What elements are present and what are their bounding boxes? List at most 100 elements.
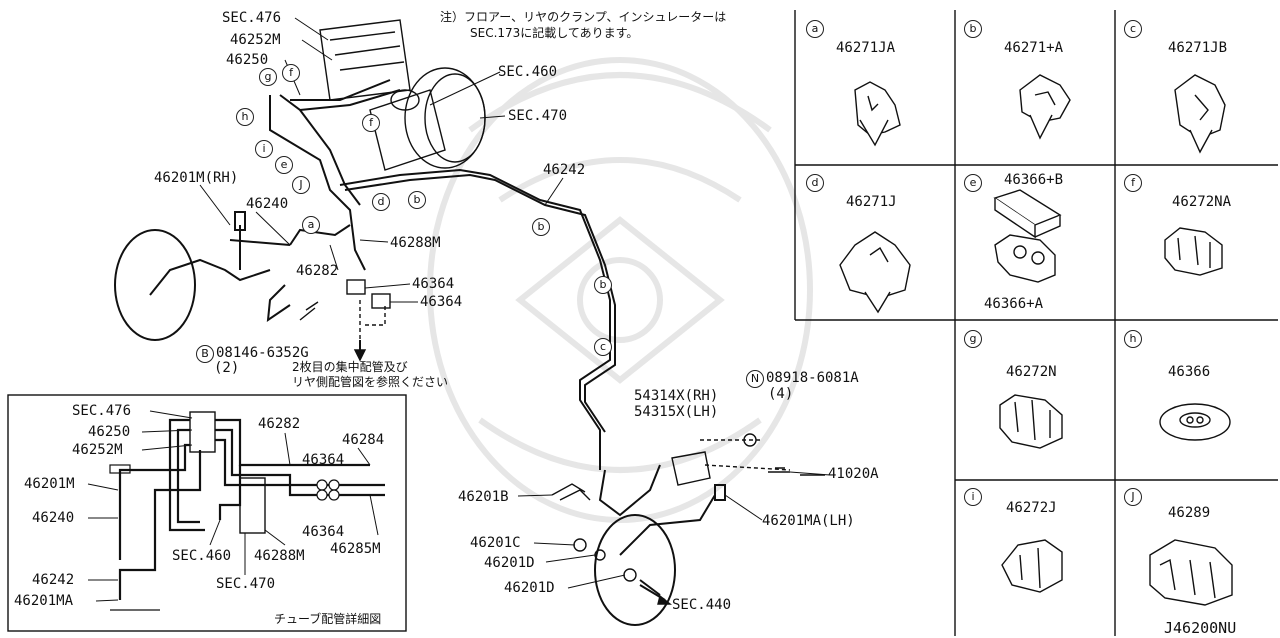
samurai-helmet-watermark xyxy=(427,57,813,523)
arrow-note-line2: リヤ側配管図を参照ください xyxy=(292,375,449,389)
arrow-note-line1: 2枚目の集中配管及び xyxy=(292,360,408,374)
grid-letter-j: J xyxy=(1124,488,1142,506)
callout-a: a xyxy=(302,216,320,234)
grid-part-46272na: 46272NA xyxy=(1172,194,1232,210)
inset-label-sec476: SEC.476 xyxy=(72,403,132,419)
top-note-line2: SEC.173に記載してあります。 xyxy=(470,26,639,40)
grommet-46366-icon xyxy=(1159,403,1231,441)
connector-46364-b xyxy=(371,293,391,309)
clip-46271j-icon xyxy=(839,231,911,314)
label-54315x: 54315X(LH) xyxy=(634,404,719,420)
callout-B: B xyxy=(196,345,214,363)
brake-tubes xyxy=(229,79,616,470)
label-46252m: 46252M xyxy=(230,32,281,48)
inset-label-46364-a: 46364 xyxy=(302,452,345,468)
grid-letter-f: f xyxy=(1124,174,1142,192)
hose-bracket xyxy=(671,451,711,486)
label-46364-a: 46364 xyxy=(412,276,455,292)
inset-label-sec460: SEC.460 xyxy=(172,548,232,564)
grid-part-46366a: 46366+A xyxy=(984,296,1044,312)
callout-j: J xyxy=(292,176,310,194)
label-sec460: SEC.460 xyxy=(498,64,558,80)
grid-part-46272n: 46272N xyxy=(1006,364,1057,380)
label-sec440: SEC.440 xyxy=(672,597,732,613)
callout-e: e xyxy=(275,156,293,174)
grid-part-46271ja: 46271JA xyxy=(836,40,896,56)
inset-label-46364-b: 46364 xyxy=(302,524,345,540)
clip-46271a-icon xyxy=(1019,74,1071,140)
inset-schematic xyxy=(109,411,385,611)
clip-46272n-icon xyxy=(999,394,1063,449)
inset-label-46250: 46250 xyxy=(88,424,131,440)
brake-booster-assembly xyxy=(319,19,486,171)
callout-N: N xyxy=(746,370,764,388)
label-nut-qty: (4) xyxy=(768,386,794,402)
grid-part-46271j: 46271J xyxy=(846,194,897,210)
callout-g: g xyxy=(259,68,277,86)
inset-label-46284: 46284 xyxy=(342,432,385,448)
grid-letter-i: i xyxy=(964,488,982,506)
label-sec470: SEC.470 xyxy=(508,108,568,124)
inset-label-46240: 46240 xyxy=(32,510,75,526)
label-46201m-rh: 46201M(RH) xyxy=(154,170,239,186)
label-46364-b: 46364 xyxy=(420,294,463,310)
grid-part-46366b: 46366+B xyxy=(1004,172,1064,188)
diagram-code: J46200NU xyxy=(1164,619,1237,637)
bolt-08146 xyxy=(299,301,319,321)
callout-d: d xyxy=(372,193,390,211)
clamp-46289-icon xyxy=(1149,539,1233,606)
inset-frame xyxy=(7,394,407,632)
callout-h: h xyxy=(236,108,254,126)
callout-b2: b xyxy=(532,218,550,236)
callout-f2: f xyxy=(362,114,380,132)
grid-part-46271jb: 46271JB xyxy=(1168,40,1228,56)
grid-part-46271a: 46271+A xyxy=(1004,40,1064,56)
inset-label-46201ma: 46201MA xyxy=(14,593,74,609)
label-46282: 46282 xyxy=(296,263,339,279)
grid-letter-g: g xyxy=(964,330,982,348)
bolt-41020a xyxy=(768,467,790,473)
bolt-46201c xyxy=(573,538,587,552)
callout-b3: b xyxy=(594,276,612,294)
label-sec476: SEC.476 xyxy=(222,10,282,26)
inset-label-46242: 46242 xyxy=(32,572,75,588)
washer-46201d-2 xyxy=(623,568,637,582)
inset-label-46288m: 46288M xyxy=(254,548,305,564)
inset-label-46252m: 46252M xyxy=(72,442,123,458)
inset-label-46282: 46282 xyxy=(258,416,301,432)
clip-46201b xyxy=(551,483,591,501)
grid-part-46366: 46366 xyxy=(1168,364,1211,380)
grid-letter-c: c xyxy=(1124,20,1142,38)
label-54314x: 54314X(RH) xyxy=(634,388,719,404)
inset-label-sec470: SEC.470 xyxy=(216,576,276,592)
label-46201b: 46201B xyxy=(458,489,509,505)
sec440-arrow-icon xyxy=(657,594,672,605)
label-46201d-1: 46201D xyxy=(484,555,535,571)
callout-f1: f xyxy=(282,64,300,82)
clip-46271jb-icon xyxy=(1174,74,1226,154)
callout-i: i xyxy=(255,140,273,158)
clip-46271ja-icon xyxy=(854,81,901,147)
inset-leader-lines xyxy=(87,410,379,602)
inset-caption: チューブ配管詳細図 xyxy=(274,612,382,626)
insulator-46366a-icon xyxy=(994,234,1056,283)
label-46288m: 46288M xyxy=(390,235,441,251)
connector-46364-a xyxy=(346,279,366,295)
callout-b1: b xyxy=(408,191,426,209)
label-41020a: 41020A xyxy=(828,466,879,482)
grid-letter-e: e xyxy=(964,174,982,192)
callout-c: c xyxy=(594,338,612,356)
insulator-46366b-icon xyxy=(993,189,1062,239)
label-46240: 46240 xyxy=(246,196,289,212)
part-illustrations xyxy=(839,74,1233,606)
grid-letter-a: a xyxy=(806,20,824,38)
top-note-line1: 注）フロアー、リヤのクランプ、インシュレーターは xyxy=(440,10,727,24)
front-lh-hose xyxy=(594,464,726,626)
inset-label-46201m: 46201M xyxy=(24,476,75,492)
label-46201ma-lh: 46201MA(LH) xyxy=(762,513,855,529)
grid-letter-h: h xyxy=(1124,330,1142,348)
label-nut-08918: 08918-6081A xyxy=(766,370,859,386)
label-bolt-qty: (2) xyxy=(214,360,240,376)
grid-part-46272j: 46272J xyxy=(1006,500,1057,516)
